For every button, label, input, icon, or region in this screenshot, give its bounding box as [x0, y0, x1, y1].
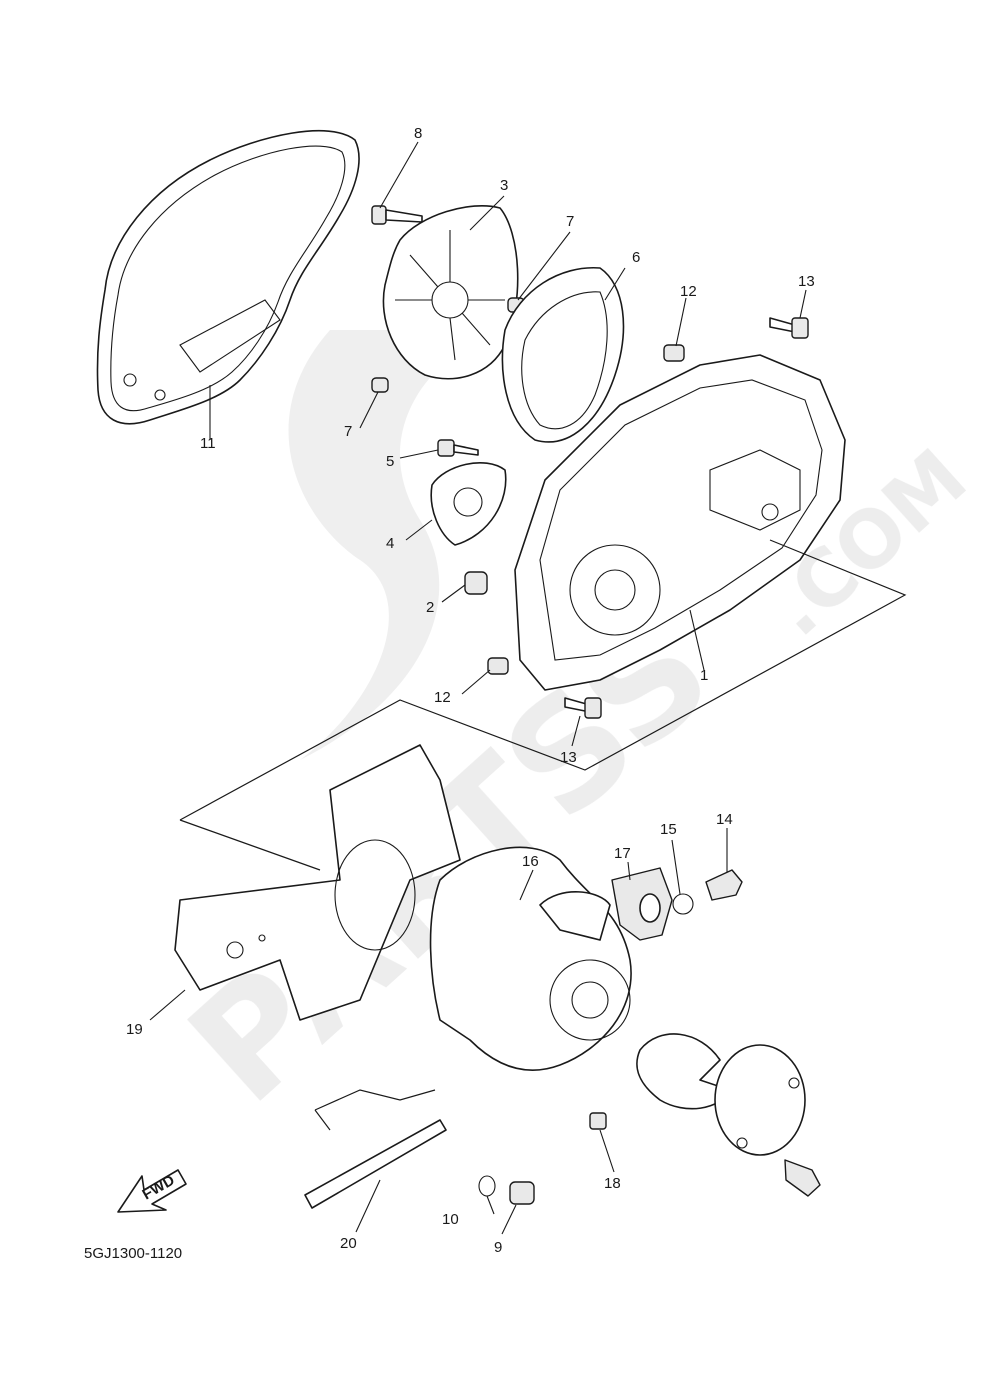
callout-7b: 7 — [344, 423, 352, 440]
callout-16: 16 — [522, 853, 539, 870]
callout-labels: 1 2 3 4 5 6 7 7 8 9 10 11 12 12 13 13 14… — [126, 125, 815, 1256]
callout-17: 17 — [614, 845, 631, 862]
callout-18: 18 — [604, 1175, 621, 1192]
drain-plug-part-9 — [509, 1181, 535, 1205]
bracket-part-17 — [611, 867, 673, 941]
callout-5: 5 — [386, 453, 394, 470]
drain-plug-part-14 — [705, 869, 743, 901]
callout-7a: 7 — [566, 213, 574, 230]
gasket-part — [96, 129, 360, 425]
callout-9: 9 — [494, 1239, 502, 1256]
fwd-arrow-icon: FWD — [117, 1169, 187, 1213]
callout-3: 3 — [500, 177, 508, 194]
callout-19: 19 — [126, 1021, 143, 1038]
lower-reference-line — [314, 1089, 436, 1131]
bolt-part-13 — [564, 317, 809, 719]
callout-12b: 12 — [434, 689, 451, 706]
air-duct-part — [174, 744, 461, 1021]
diagram-code: 5GJ1300-1120 — [84, 1245, 182, 1262]
breather-plate-part — [430, 462, 507, 546]
dowel-pin-12 — [487, 344, 685, 675]
bolt-part-8 — [371, 205, 423, 225]
crankcase-cover-part — [514, 354, 846, 691]
callout-14: 14 — [716, 811, 733, 828]
callout-2: 2 — [426, 599, 434, 616]
o-ring-part-10 — [478, 1175, 496, 1197]
screw-part-5 — [437, 439, 479, 457]
side-cover-part — [636, 1033, 821, 1197]
seal-strip-part — [304, 1119, 447, 1209]
leader-lines — [149, 141, 807, 1235]
callout-20: 20 — [340, 1235, 357, 1252]
callout-4: 4 — [386, 535, 394, 552]
inner-gasket-part — [501, 267, 625, 443]
assembly-reference-line — [179, 539, 907, 871]
o-ring-part-15 — [672, 893, 694, 915]
callout-11: 11 — [200, 435, 216, 452]
callout-13a: 13 — [798, 273, 815, 290]
outer-cover-part — [429, 846, 632, 1071]
callout-8: 8 — [414, 125, 422, 142]
cover-plate-part — [382, 205, 519, 380]
callout-15: 15 — [660, 821, 677, 838]
callout-6: 6 — [632, 249, 640, 266]
callout-1: 1 — [700, 667, 708, 684]
plug-part-2 — [464, 571, 488, 595]
screw-part-18 — [589, 1112, 607, 1130]
callout-10: 10 — [442, 1211, 459, 1228]
callout-12a: 12 — [680, 283, 697, 300]
callout-13b: 13 — [560, 749, 577, 766]
